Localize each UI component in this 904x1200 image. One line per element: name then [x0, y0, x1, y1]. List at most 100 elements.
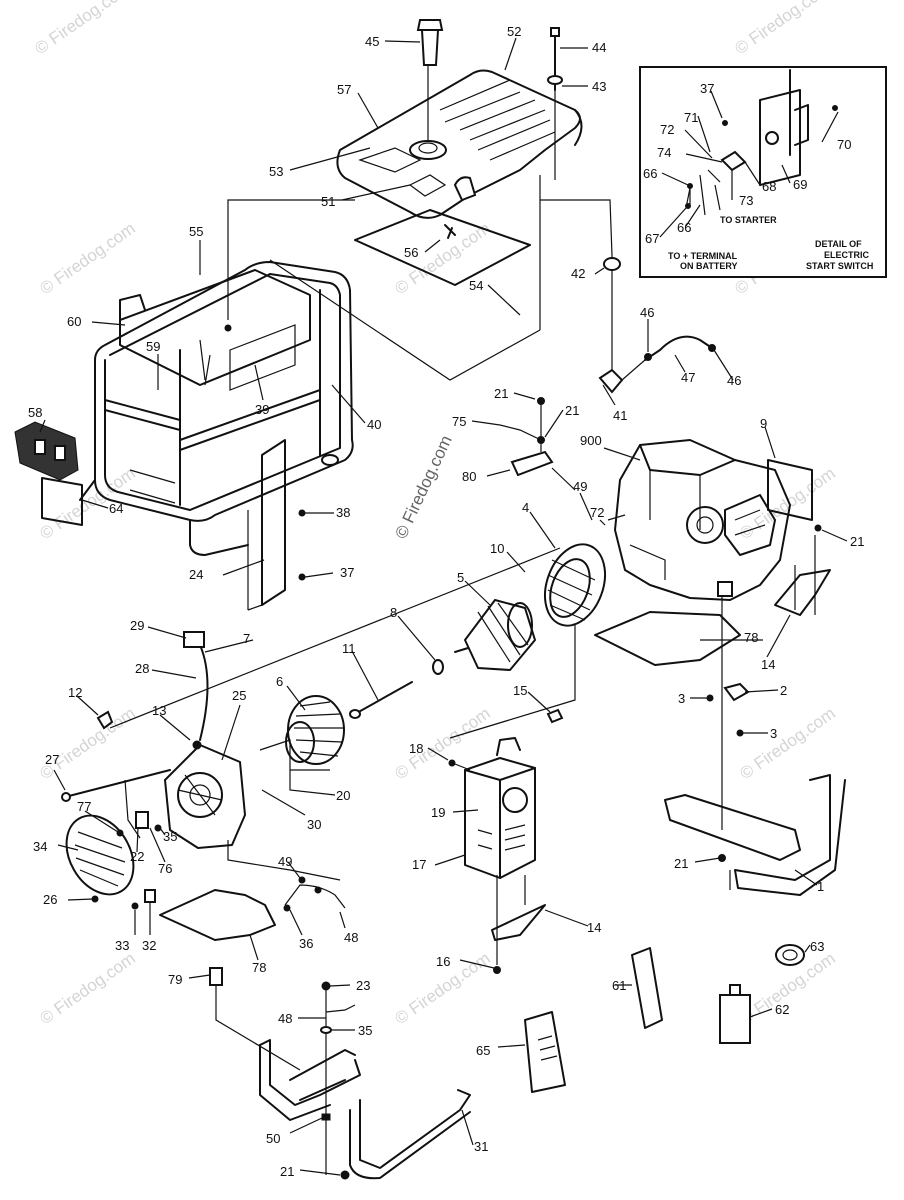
part-label: 43: [592, 79, 606, 94]
engine-base-bracket-part: [774, 569, 831, 616]
part-label: 7: [243, 631, 250, 646]
part-label: 45: [365, 34, 379, 49]
part-label: 72: [660, 122, 674, 137]
part-label: 48: [344, 930, 358, 945]
watermark-text: © Firedog.com: [36, 219, 138, 299]
part-label: 47: [681, 370, 695, 385]
part-label: 51: [321, 194, 335, 209]
part-number-labels: 45 52 44 43 57 53 51 56 54 55 42 60 59 3…: [28, 24, 864, 1179]
part-label: 66: [643, 166, 657, 181]
part-label: 21: [565, 403, 579, 418]
switch-part: [706, 595, 750, 830]
part-label: 15: [513, 683, 527, 698]
part-label: 11: [342, 641, 356, 656]
inset-detail-box: DETAIL OF ELECTRIC START SWITCH TO START…: [639, 66, 887, 278]
part-label: 70: [837, 137, 851, 152]
part-label: 62: [775, 1002, 789, 1017]
part-label: 35: [163, 829, 177, 844]
part-label: 64: [109, 501, 123, 516]
part-label: 39: [255, 402, 269, 417]
inset-title-line: ELECTRIC: [824, 250, 870, 260]
fuel-cap-part: [416, 19, 444, 140]
part-label: 53: [269, 164, 283, 179]
part-label: 75: [452, 414, 466, 429]
part-label: 30: [307, 817, 321, 832]
part-label: 5: [457, 570, 464, 585]
part-label: 73: [739, 193, 753, 208]
part-label: 8: [390, 605, 397, 620]
part-label: 52: [507, 24, 521, 39]
part-label: 50: [266, 1131, 280, 1146]
frame-assembly: [79, 261, 354, 556]
owners-manual-part: [631, 947, 663, 1029]
part-label: 36: [299, 936, 313, 951]
part-label: 29: [130, 618, 144, 633]
part-label: 44: [592, 40, 606, 55]
inset-battery-note: ON BATTERY: [680, 261, 738, 271]
wire-harness-part: [183, 631, 209, 741]
part-label: 21: [280, 1164, 294, 1179]
part-label: 78: [252, 960, 266, 975]
part-label: 21: [494, 386, 508, 401]
part-label: 38: [336, 505, 350, 520]
part-label: 54: [469, 278, 483, 293]
part-label: 57: [337, 82, 351, 97]
end-cover-grille-part: [65, 814, 135, 896]
watermark-text: © Firedog.com: [736, 704, 838, 784]
part-label: 1: [817, 879, 824, 894]
part-label: 32: [142, 938, 156, 953]
part-label: 79: [168, 972, 182, 987]
fuel-valve-part: [540, 199, 646, 394]
part-label: 46: [727, 373, 741, 388]
part-label: 58: [28, 405, 42, 420]
part-label: 56: [404, 245, 418, 260]
part-label: 18: [409, 741, 423, 756]
part-label: 14: [761, 657, 775, 672]
part-label: 49: [278, 854, 292, 869]
watermark-text: © Firedog.com: [36, 704, 138, 784]
part-label: 16: [436, 954, 450, 969]
part-label: 49: [573, 479, 587, 494]
part-label: 69: [793, 177, 807, 192]
part-label: 900: [580, 433, 602, 448]
part-label: 28: [135, 661, 149, 676]
part-label: 71: [684, 110, 698, 125]
part-label: 3: [678, 691, 685, 706]
part-label: 59: [146, 339, 160, 354]
part-label: 24: [189, 567, 203, 582]
watermark-text: © Firedog.com: [31, 0, 133, 58]
part-label: 12: [68, 685, 82, 700]
nut-part: [96, 710, 114, 730]
ground-wire-part: [283, 876, 346, 912]
watermark-text: © Firedog.com: [391, 704, 493, 784]
part-label: 14: [587, 920, 601, 935]
part-label: 31: [474, 1139, 488, 1154]
part-label: 37: [340, 565, 354, 580]
part-label: 26: [43, 892, 57, 907]
lower-base-plate-part: [159, 889, 276, 941]
control-panel-part: [119, 269, 311, 391]
muffler-bracket-part: [491, 904, 546, 941]
air-filter-part: [767, 459, 813, 521]
fan-part: [544, 543, 606, 627]
part-label: 34: [33, 839, 47, 854]
part-label: 13: [152, 703, 166, 718]
lower-hardware-stack-part: [320, 981, 356, 1180]
rotor-part: [454, 599, 536, 671]
tank-pad-part: [354, 209, 531, 286]
part-label: 33: [115, 938, 129, 953]
support-bracket-part: [247, 439, 306, 611]
inset-battery-note: TO + TERMINAL: [668, 251, 738, 261]
watermark-text: © Firedog.com: [36, 949, 138, 1029]
part-label: 67: [645, 231, 659, 246]
part-label: 76: [158, 861, 172, 876]
brush-holder-part: [135, 811, 149, 829]
part-label: 60: [67, 314, 81, 329]
part-label: 37: [700, 81, 714, 96]
inset-starter-note: TO STARTER: [720, 215, 777, 225]
part-label: 77: [77, 799, 91, 814]
part-label: 19: [431, 805, 445, 820]
part-label: 4: [522, 500, 529, 515]
washer-part: [432, 659, 444, 675]
